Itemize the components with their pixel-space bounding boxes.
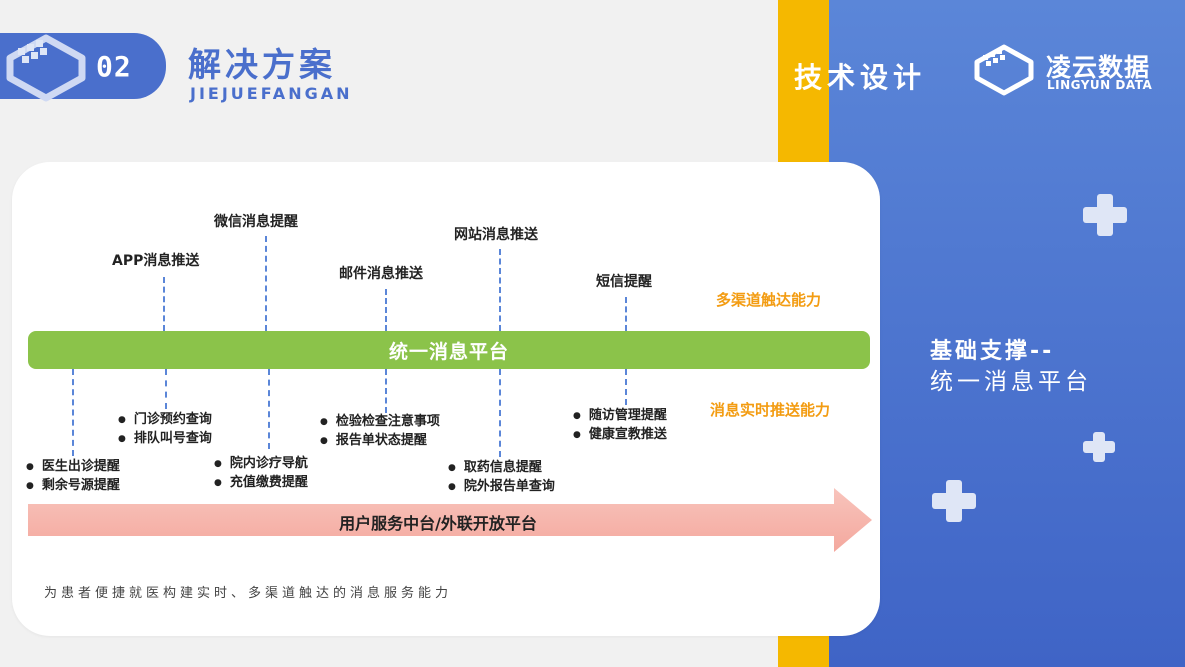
page-title: 解决方案 xyxy=(188,45,336,84)
list-item: 剩余号源提醒 xyxy=(26,477,120,496)
base-platform-label: 用户服务中台/外联开放平台 xyxy=(339,514,537,533)
list-item: 院外报告单查询 xyxy=(448,478,555,497)
list-item: 门诊预约查询 xyxy=(118,411,212,430)
connector-line xyxy=(165,369,167,409)
list-item: 院内诊疗导航 xyxy=(214,455,308,474)
connector-line xyxy=(385,369,387,413)
channel-email: 邮件消息推送 xyxy=(339,266,423,282)
list-item: 报告单状态提醒 xyxy=(320,432,440,451)
channel-wechat: 微信消息提醒 xyxy=(214,214,298,230)
connector-line xyxy=(268,369,270,449)
list-item: 医生出诊提醒 xyxy=(26,458,120,477)
scenario-list: 随访管理提醒 健康宣教推送 xyxy=(573,407,667,445)
list-item: 检验检查注意事项 xyxy=(320,413,440,432)
list-item: 取药信息提醒 xyxy=(448,459,555,478)
unified-message-platform-bar: 统一消息平台 xyxy=(28,331,870,369)
connector-line xyxy=(72,369,74,456)
section-number: 02 xyxy=(96,50,132,83)
plus-decor-icon xyxy=(932,480,976,522)
cube-logo-icon xyxy=(6,34,86,102)
channel-app: APP消息推送 xyxy=(112,253,200,269)
capability-realtime: 消息实时推送能力 xyxy=(710,401,831,419)
brand-name: 凌云数据 xyxy=(1046,53,1151,82)
connector-line xyxy=(625,369,627,405)
list-item: 健康宣教推送 xyxy=(573,426,667,445)
connector-line xyxy=(163,277,165,331)
scenario-list: 院内诊疗导航 充值缴费提醒 xyxy=(214,455,308,493)
connector-line xyxy=(499,249,501,331)
footer-caption: 为患者便捷就医构建实时、多渠道触达的消息服务能力 xyxy=(44,586,453,601)
side-subtitle: 统一消息平台 xyxy=(930,369,1092,395)
channel-sms: 短信提醒 xyxy=(596,274,652,290)
plus-decor-icon xyxy=(1083,432,1115,462)
tech-design-label: 技术设计 xyxy=(794,61,927,94)
connector-line xyxy=(625,297,627,331)
scenario-list: 门诊预约查询 排队叫号查询 xyxy=(118,411,212,449)
brand-cube-icon xyxy=(974,44,1034,96)
scenario-list: 医生出诊提醒 剩余号源提醒 xyxy=(26,458,120,496)
connector-line xyxy=(499,369,501,457)
side-title: 基础支撑-- xyxy=(930,339,1055,364)
page-title-pinyin: JIEJUEFANGAN xyxy=(190,84,353,103)
diagram-card xyxy=(12,162,880,636)
scenario-list: 检验检查注意事项 报告单状态提醒 xyxy=(320,413,440,451)
plus-decor-icon xyxy=(1083,194,1127,236)
capability-multichannel: 多渠道触达能力 xyxy=(716,291,822,309)
list-item: 随访管理提醒 xyxy=(573,407,667,426)
scenario-list: 取药信息提醒 院外报告单查询 xyxy=(448,459,555,497)
channel-website: 网站消息推送 xyxy=(454,227,538,243)
connector-line xyxy=(385,289,387,331)
connector-line xyxy=(265,236,267,331)
list-item: 排队叫号查询 xyxy=(118,430,212,449)
list-item: 充值缴费提醒 xyxy=(214,474,308,493)
base-platform-arrow xyxy=(28,488,872,552)
blue-side-panel xyxy=(829,0,1185,667)
brand-subtitle: LINGYUN DATA xyxy=(1047,78,1153,92)
